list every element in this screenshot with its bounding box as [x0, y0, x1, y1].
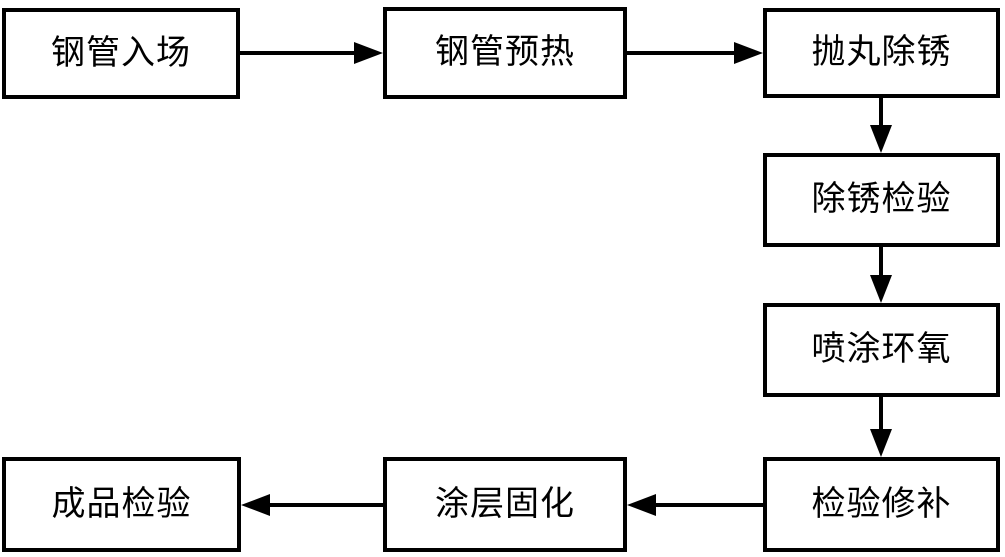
node-spray-epoxy: 喷涂环氧	[763, 303, 1000, 397]
node-label: 抛丸除锈	[811, 34, 952, 71]
arrowhead-right-icon	[734, 42, 763, 64]
arrow-shaft	[655, 503, 763, 507]
node-shot-blast-derust: 抛丸除锈	[763, 8, 1000, 98]
arrowhead-down-icon	[870, 275, 892, 303]
node-derust-inspection: 除锈检验	[763, 153, 1000, 247]
arrow-shaft	[879, 397, 883, 430]
arrowhead-down-icon	[870, 125, 892, 153]
node-inspection-repair: 检验修补	[763, 457, 1000, 552]
arrow-shaft	[879, 98, 883, 126]
node-label: 检验修补	[811, 485, 952, 523]
node-label: 成品检验	[51, 485, 192, 523]
arrow-shaft	[269, 503, 383, 507]
arrowhead-down-icon	[870, 429, 892, 457]
node-steel-pipe-preheat: 钢管预热	[383, 7, 627, 99]
node-finished-product-inspection: 成品检验	[2, 457, 241, 552]
arrow-shaft	[879, 247, 883, 276]
arrowhead-left-icon	[627, 494, 656, 516]
arrowhead-left-icon	[241, 494, 270, 516]
node-label: 涂层固化	[435, 485, 575, 523]
arrow-shaft	[240, 51, 356, 55]
arrow-shaft	[627, 51, 735, 55]
node-steel-pipe-entry: 钢管入场	[2, 8, 240, 99]
node-label: 喷涂环氧	[811, 331, 952, 368]
node-label: 钢管预热	[435, 34, 575, 71]
node-coating-curing: 涂层固化	[383, 457, 627, 552]
arrowhead-right-icon	[354, 42, 383, 64]
node-label: 钢管入场	[51, 34, 191, 72]
node-label: 除锈检验	[811, 181, 952, 218]
